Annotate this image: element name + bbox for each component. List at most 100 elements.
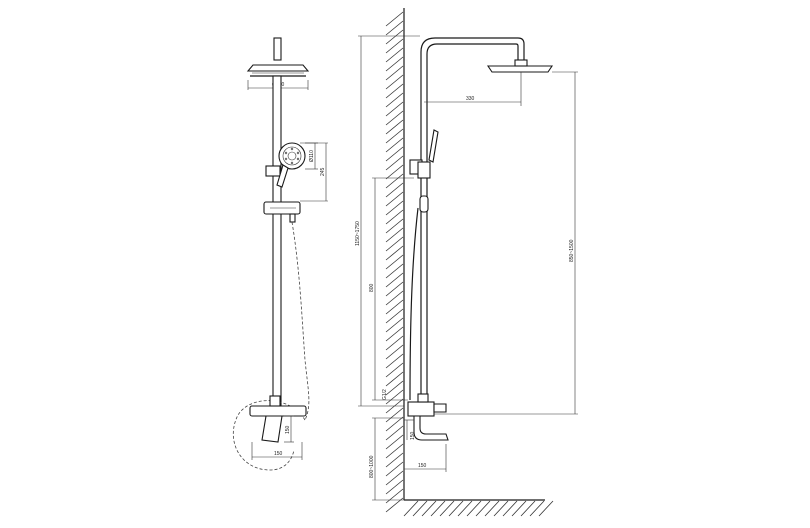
- wall-hatch-line: [385, 47, 404, 63]
- side-spout: [413, 415, 449, 441]
- wall-hatch-line: [385, 254, 404, 270]
- wall-hatch-line: [385, 173, 404, 189]
- side-rain-head: [486, 65, 554, 73]
- wall-hatch-line: [385, 497, 404, 513]
- front-hose-connector: [289, 213, 296, 223]
- floor-hatch-line: [466, 500, 482, 517]
- front-hand-holder: [265, 165, 281, 177]
- front-mixer-lever: [261, 415, 283, 443]
- wall-hatch-line: [385, 236, 404, 252]
- side-hand-holder: [417, 161, 431, 179]
- wall-hatch-line: [385, 74, 404, 90]
- floor-hatch-line: [403, 500, 419, 517]
- front-top-pipe: [273, 37, 282, 61]
- side-head-height-label: 850~1500: [569, 239, 575, 262]
- front-outlet-gap-label: 150: [285, 425, 291, 434]
- wall-hatch-line: [385, 245, 404, 261]
- wall-hatch-line: [385, 362, 404, 378]
- floor-hatch-line: [484, 500, 500, 517]
- front-mixer-body: [249, 405, 307, 417]
- side-view: 330 1150~1750 800 G1/2 150: [355, 8, 578, 517]
- floor-hatch-line: [430, 500, 446, 517]
- front-hose: [291, 221, 310, 421]
- wall-hatch-line: [385, 317, 404, 333]
- side-mixer-lever: [433, 403, 447, 413]
- wall-hatch-line: [385, 470, 404, 486]
- wall-hatch-line: [385, 425, 404, 441]
- wall-hatch-line: [385, 488, 404, 504]
- wall-hatch-line: [385, 380, 404, 396]
- wall-hatch: [385, 11, 404, 513]
- wall-hatch-line: [385, 29, 404, 45]
- side-arm-reach-label: 330: [466, 96, 475, 102]
- floor-hatch-line: [520, 500, 536, 517]
- floor-hatch-line: [493, 500, 509, 517]
- wall-hatch-line: [385, 263, 404, 279]
- floor-hatch: [403, 500, 554, 517]
- side-head-joint: [514, 59, 528, 67]
- side-mixer-top: [417, 393, 429, 403]
- wall-hatch-line: [385, 227, 404, 243]
- wall-hatch-line: [385, 335, 404, 351]
- side-mixer-body: [407, 401, 435, 417]
- side-bar-height-label: 800: [369, 283, 375, 292]
- wall-hatch-line: [385, 200, 404, 216]
- side-pipe-outer: [420, 37, 525, 400]
- wall-hatch-line: [385, 416, 404, 432]
- wall-hatch-line: [385, 407, 404, 423]
- wall-hatch-line: [385, 155, 404, 171]
- wall-hatch-line: [385, 344, 404, 360]
- wall-hatch-line: [385, 20, 404, 36]
- front-rain-head: [246, 64, 310, 72]
- wall-hatch-line: [385, 434, 404, 450]
- floor-hatch-line: [412, 500, 428, 517]
- wall-hatch-line: [385, 128, 404, 144]
- floor-hatch-line: [538, 500, 554, 517]
- side-connector-label: G1/2: [382, 389, 388, 400]
- wall-hatch-line: [385, 110, 404, 126]
- floor-hatch-line: [421, 500, 437, 517]
- wall-hatch-line: [385, 461, 404, 477]
- wall-hatch-line: [385, 479, 404, 495]
- wall-hatch-line: [385, 101, 404, 117]
- wall-hatch-line: [385, 326, 404, 342]
- wall-hatch-line: [385, 452, 404, 468]
- wall-hatch-line: [385, 218, 404, 234]
- wall-hatch-line: [385, 389, 404, 405]
- front-hand-len-label: 245: [320, 167, 326, 176]
- side-mount-height-label: 800~1000: [369, 455, 375, 478]
- wall-hatch-line: [385, 38, 404, 54]
- side-hand-shower: [428, 129, 439, 163]
- wall-hatch-line: [385, 191, 404, 207]
- wall-hatch-line: [385, 146, 404, 162]
- side-hose: [409, 207, 419, 401]
- side-spout-drop-label: 150: [410, 431, 416, 440]
- wall-hatch-line: [385, 182, 404, 198]
- floor-hatch-line: [502, 500, 518, 517]
- wall-hatch-line: [385, 137, 404, 153]
- side-spout-reach-label: 150: [418, 463, 427, 469]
- wall-hatch-line: [385, 92, 404, 108]
- floor-hatch-line: [439, 500, 455, 517]
- floor-hatch-line: [457, 500, 473, 517]
- wall-hatch-line: [385, 65, 404, 81]
- wall-hatch-line: [385, 299, 404, 315]
- wall-hatch-line: [385, 443, 404, 459]
- side-pipe-inner: [426, 43, 519, 400]
- wall-hatch-line: [385, 353, 404, 369]
- front-hand-handle: [276, 164, 289, 188]
- floor-hatch-line: [448, 500, 464, 517]
- wall-hatch-line: [385, 371, 404, 387]
- wall-hatch-line: [385, 272, 404, 288]
- wall-hatch-line: [385, 119, 404, 135]
- floor-hatch-line: [511, 500, 527, 517]
- front-hose-loop: [233, 400, 306, 471]
- wall-hatch-line: [385, 56, 404, 72]
- front-hand-dia-label: Ø110: [309, 150, 315, 162]
- front-mixer-valve: [269, 395, 281, 407]
- front-main-pipe: [272, 75, 282, 407]
- wall-hatch-line: [385, 83, 404, 99]
- wall-hatch-line: [385, 281, 404, 297]
- front-view: Ø230 Ø110 245: [233, 37, 328, 471]
